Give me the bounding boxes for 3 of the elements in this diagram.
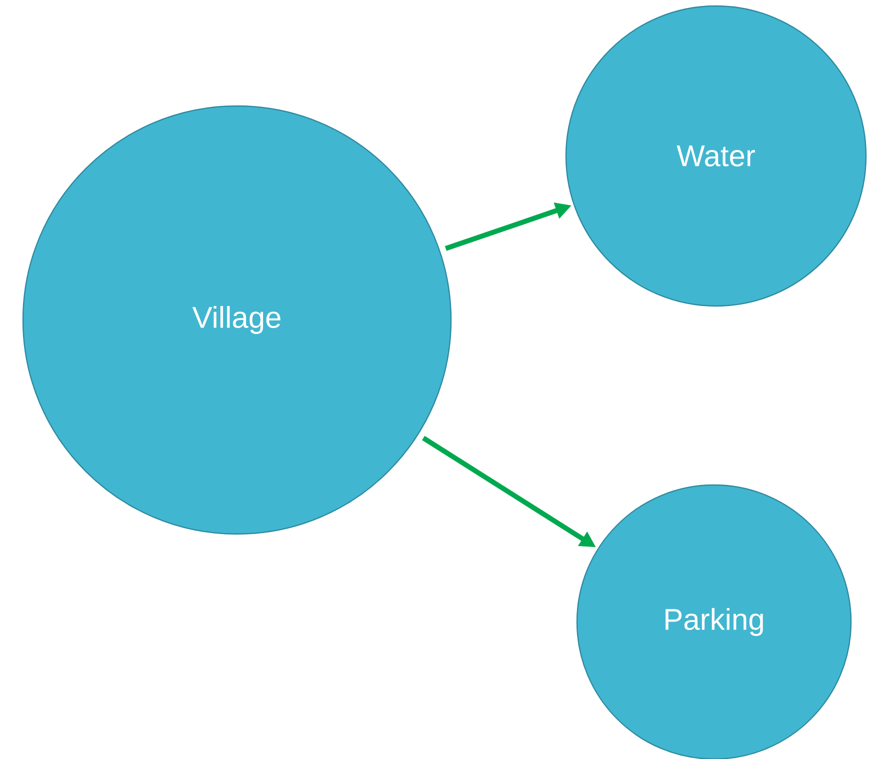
circle-node: Water: [565, 5, 867, 307]
circle-node: Village: [22, 105, 452, 535]
circle-node: Parking: [576, 484, 852, 759]
